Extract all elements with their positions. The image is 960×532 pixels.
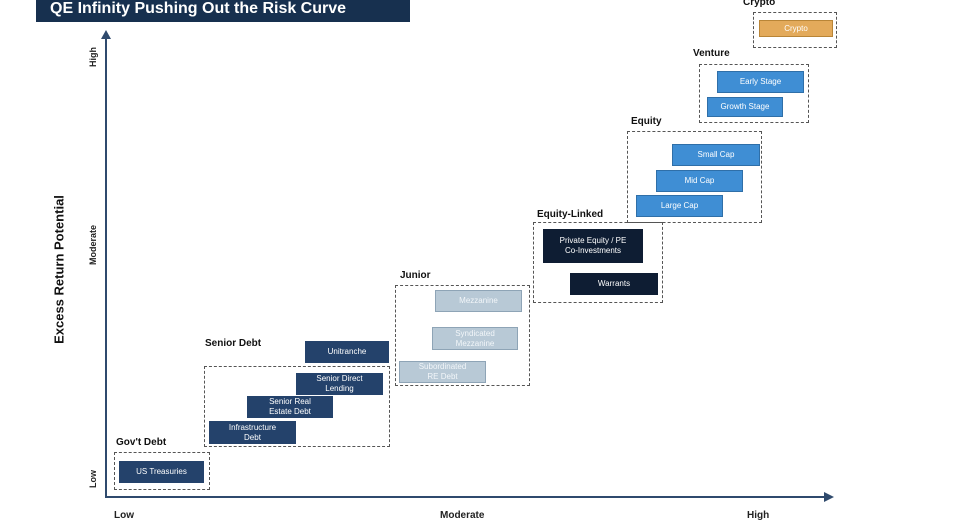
group-label-equity-linked: Equity-Linked — [537, 209, 604, 220]
y-tick-moderate: Moderate — [88, 225, 98, 266]
group-label-crypto: Crypto — [743, 0, 776, 8]
y-tick-high: High — [88, 47, 98, 67]
x-axis-arrow-icon — [824, 492, 834, 502]
page-title: QE Infinity Pushing Out the Risk Curve — [36, 0, 410, 22]
item-subordinated-re-debt: Subordinated RE Debt — [399, 361, 486, 383]
group-label-senior-debt: Senior Debt — [205, 338, 262, 349]
y-tick-low: Low — [88, 470, 98, 488]
item-mid-cap: Mid Cap — [656, 170, 743, 192]
group-senior-debt — [204, 366, 390, 447]
y-axis-label: Excess Return Potential — [51, 195, 67, 344]
x-tick-low: Low — [114, 510, 134, 521]
item-warrants: Warrants — [570, 273, 658, 295]
group-label-junior: Junior — [400, 270, 431, 281]
item-us-treasuries: US Treasuries — [119, 461, 204, 483]
item-infrastructure-debt: Infrastructure Debt — [209, 421, 296, 444]
x-tick-moderate: Moderate — [440, 510, 485, 521]
item-syndicated-mezzanine: Syndicated Mezzanine — [432, 327, 518, 350]
y-axis-arrow-icon — [101, 30, 111, 39]
item-early-stage: Early Stage — [717, 71, 804, 93]
item-large-cap: Large Cap — [636, 195, 723, 217]
group-venture — [699, 64, 809, 123]
group-junior — [395, 285, 530, 386]
item-growth-stage: Growth Stage — [707, 97, 783, 117]
group-crypto — [753, 12, 837, 48]
item-private-equity: Private Equity / PE Co-Investments — [543, 229, 643, 263]
item-unitranche: Unitranche — [305, 341, 389, 363]
group-govt-debt — [114, 452, 210, 490]
group-label-venture: Venture — [693, 48, 730, 59]
item-senior-direct-lending: Senior Direct Lending — [296, 373, 383, 395]
group-label-govt-debt: Gov't Debt — [116, 437, 167, 448]
group-equity — [627, 131, 762, 223]
group-equity-linked — [533, 222, 663, 303]
x-axis-line — [105, 496, 825, 498]
item-mezzanine: Mezzanine — [435, 290, 522, 312]
x-tick-high: High — [747, 510, 770, 521]
item-senior-real-estate-debt: Senior Real Estate Debt — [247, 396, 333, 418]
item-small-cap: Small Cap — [672, 144, 760, 166]
y-axis-line — [105, 36, 107, 498]
group-label-equity: Equity — [631, 116, 662, 127]
item-crypto: Crypto — [759, 20, 833, 37]
